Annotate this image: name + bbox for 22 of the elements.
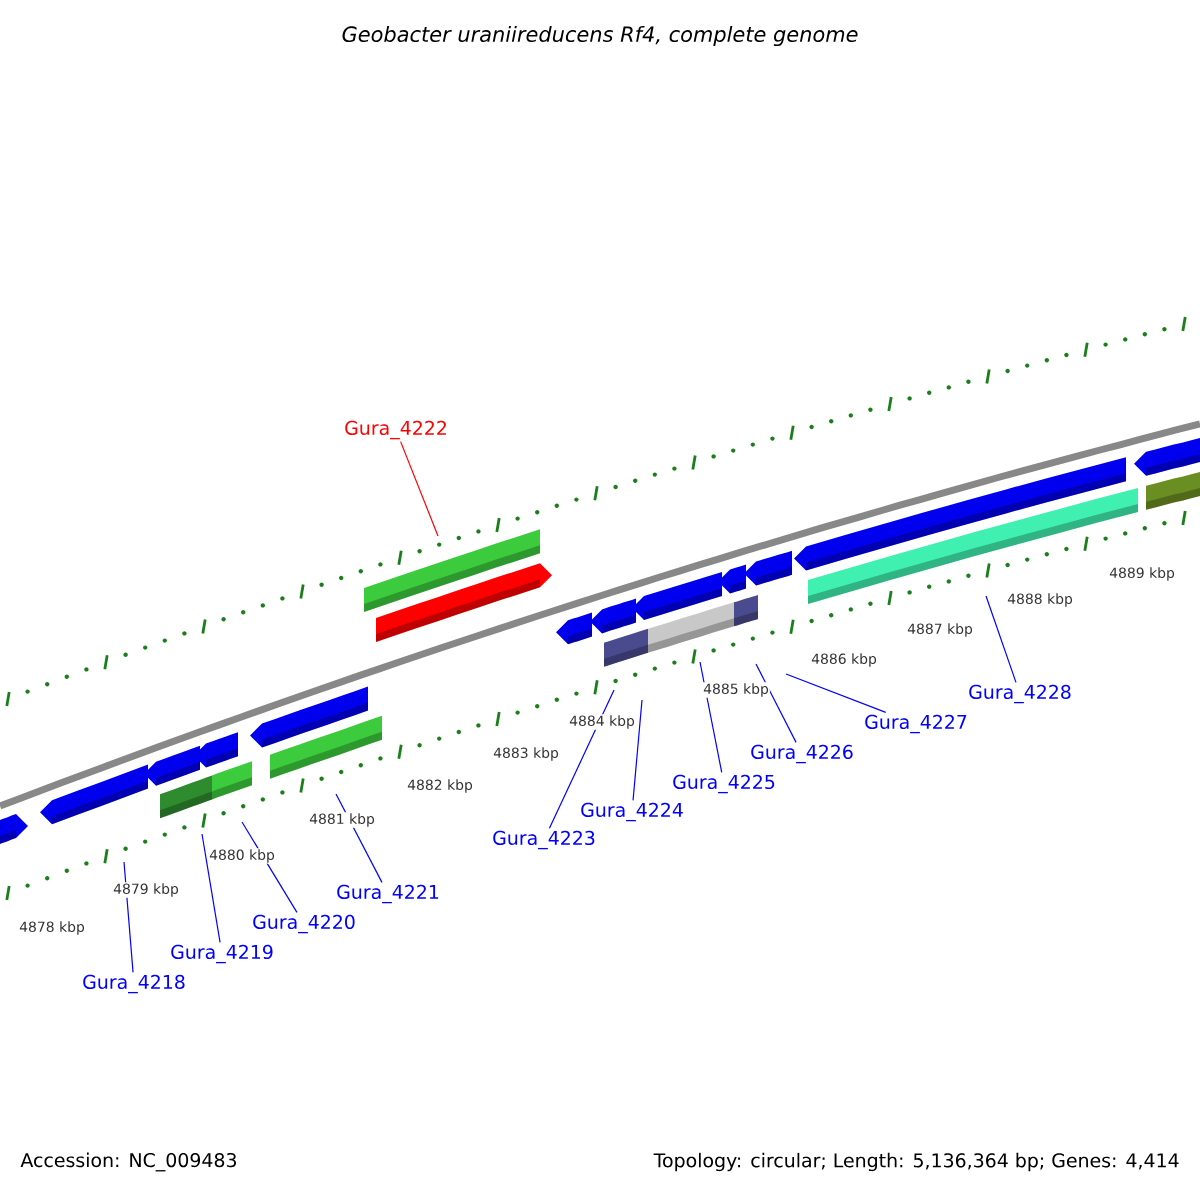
gene-label: Gura_4224 bbox=[581, 802, 683, 822]
title: Geobacter uraniireducens Rf4, complete genome bbox=[342, 25, 858, 47]
gene-label: Gura_4226 bbox=[751, 744, 853, 764]
gene-label: Gura_4223 bbox=[493, 830, 595, 850]
leader-line bbox=[985, 595, 1017, 683]
footer-text: Accession: NC_009483 bbox=[20, 1152, 236, 1172]
gene-label: Gura_4227 bbox=[865, 714, 967, 734]
gene-label: Gura_4219 bbox=[171, 944, 273, 964]
leader-line bbox=[699, 661, 723, 773]
leader-line bbox=[201, 833, 221, 943]
leader-line bbox=[785, 673, 887, 713]
footer-text: Topology: circular; Length: 5,136,364 bp; Genes: 4,414 bbox=[653, 1152, 1179, 1172]
gene-label: Gura_4220 bbox=[253, 914, 355, 934]
gene-label: Gura_4228 bbox=[969, 684, 1071, 704]
leader-line bbox=[632, 699, 643, 801]
gene-label: Gura_4221 bbox=[337, 884, 439, 904]
leader-line bbox=[400, 441, 439, 537]
leader-line bbox=[548, 689, 615, 829]
gene-label: Gura_4225 bbox=[673, 774, 775, 794]
gene-label: Gura_4218 bbox=[83, 974, 185, 994]
leader-line bbox=[755, 663, 797, 743]
gene-label: Gura_4222 bbox=[345, 420, 446, 440]
